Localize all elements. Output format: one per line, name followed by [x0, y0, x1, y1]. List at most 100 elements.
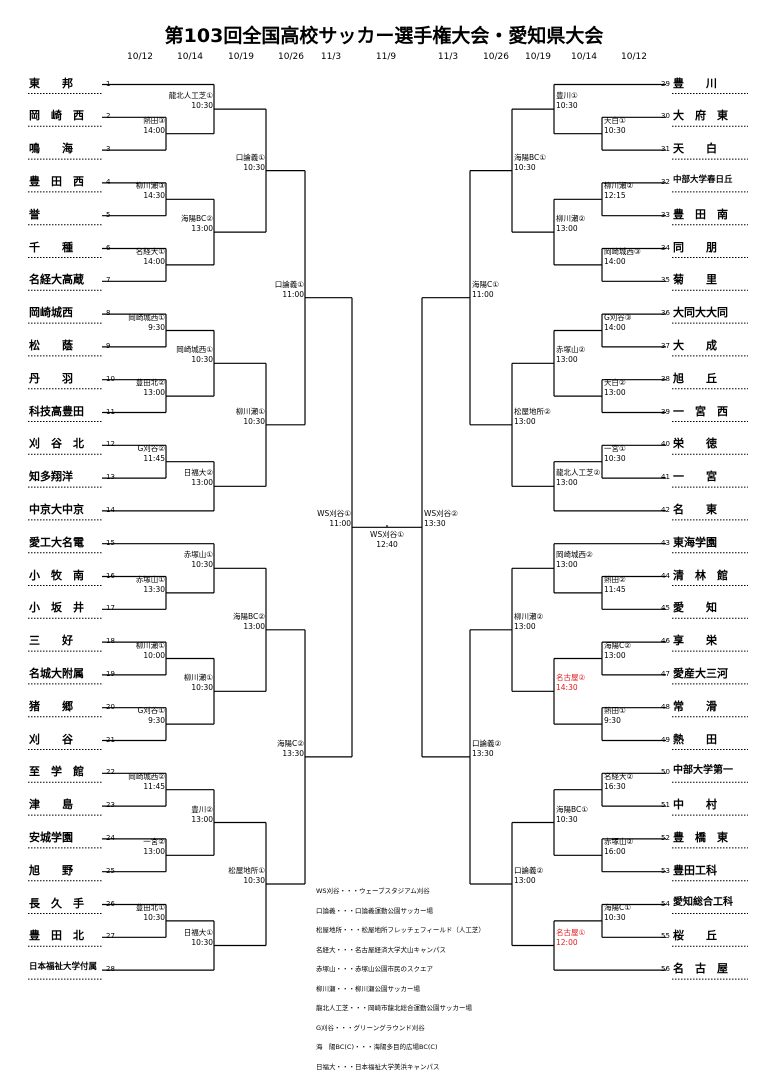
match-venue: 海陽C② [604, 640, 631, 650]
match-venue: 柳川瀬② [604, 181, 634, 191]
match-time: 13:00 [556, 224, 578, 234]
team-name-right: 愛知総合工科 [673, 896, 733, 908]
match-venue: 熱田① [604, 706, 626, 716]
legend-line: G刈谷・・・グリーングラウンド刈谷 [316, 1023, 425, 1032]
team-number: 22 [106, 768, 115, 777]
match-time: 11:00 [282, 289, 304, 299]
team-number: 18 [106, 637, 115, 646]
match-time: 10:30 [191, 560, 213, 570]
team-name-left: 刈 谷 北 [29, 437, 84, 451]
match-time: 14:00 [143, 256, 165, 266]
page-title: 第103回全国高校サッカー選手権大会・愛知県大会 [164, 25, 604, 47]
match-time: 14:00 [143, 125, 165, 135]
team-name-right: 豊 川 [673, 76, 717, 90]
match-time: 12:00 [556, 937, 578, 947]
team-number: 52 [661, 833, 670, 842]
match-time: 13:00 [143, 388, 165, 398]
team-name-left: 鳴 海 [29, 142, 73, 156]
match-time: 13:00 [556, 560, 578, 570]
team-name-left: 名城大附属 [29, 666, 84, 680]
match-venue: 海陽C② [277, 738, 304, 748]
team-name-right: 天 白 [673, 142, 717, 156]
match-time: 10:30 [604, 125, 626, 135]
team-number: 43 [661, 538, 670, 547]
team-name-left: 千 種 [29, 240, 73, 254]
match-time: 13:00 [243, 621, 265, 631]
match-venue: 豊川② [191, 804, 213, 814]
team-number: 34 [661, 243, 670, 252]
date-header-center: 11/9 [375, 52, 397, 62]
team-number: 13 [106, 473, 115, 482]
match-time: 13:30 [424, 519, 446, 529]
team-name-right: 中部大学春日丘 [673, 174, 733, 185]
match-venue: 豊田北② [135, 378, 165, 388]
team-number: 31 [661, 145, 670, 154]
team-name-right: 大 府 東 [673, 109, 728, 123]
match-time: 11:45 [143, 781, 165, 791]
match-time: 10:30 [604, 453, 626, 463]
final-time: 12:40 [376, 540, 398, 550]
date-header: 10/12 [127, 52, 153, 62]
match-time: 13:00 [191, 224, 213, 234]
team-name-left: 旭 野 [29, 863, 73, 877]
match-time: 13:00 [143, 847, 165, 857]
match-venue: 赤塚山② [604, 837, 634, 847]
team-number: 37 [661, 341, 670, 350]
team-name-right: 中 村 [673, 798, 717, 812]
match-venue: G刈谷① [137, 706, 165, 716]
team-number: 20 [106, 702, 115, 711]
team-name-right: 豊 橋 東 [673, 830, 728, 844]
match-time: 10:30 [191, 101, 213, 111]
match-time: 11:00 [329, 519, 351, 529]
team-number: 15 [106, 538, 115, 547]
team-number: 26 [106, 899, 115, 908]
team-name-left: 名経大高蔵 [29, 273, 84, 287]
team-number: 12 [106, 440, 115, 449]
match-venue: 岡崎城西③ [604, 246, 641, 256]
match-time: 9:30 [148, 716, 165, 726]
date-header: 11/3 [437, 52, 459, 62]
match-venue: WS刈谷① [317, 509, 351, 519]
match-venue: 岡崎城西② [556, 550, 593, 560]
team-number: 3 [106, 145, 111, 154]
team-number: 23 [106, 801, 115, 810]
match-venue: 柳川瀬③ [135, 181, 165, 191]
team-number: 30 [661, 112, 670, 121]
match-time: 13:00 [556, 355, 578, 365]
match-venue: 熱田② [604, 574, 626, 584]
team-name-left: 松 蔭 [29, 338, 73, 352]
team-name-right: 享 栄 [673, 634, 717, 648]
team-name-right: 中部大学第一 [673, 765, 733, 777]
match-venue: 名経大② [604, 771, 634, 781]
match-time: 10:30 [191, 937, 213, 947]
team-name-left: 猪 郷 [29, 699, 73, 713]
team-number: 45 [661, 604, 670, 613]
legend-line: 日福大・・・日本福祉大学美浜キャンパス [316, 1062, 440, 1071]
team-number: 7 [106, 276, 111, 285]
team-name-right: 清 林 館 [673, 568, 728, 582]
team-name-left: 丹 羽 [29, 371, 73, 385]
team-name-left: 三 好 [29, 634, 73, 648]
team-number: 27 [106, 932, 115, 941]
team-number: 53 [661, 866, 670, 875]
team-number: 14 [106, 505, 115, 514]
match-time: 10:30 [243, 162, 265, 172]
match-venue: 龍北人工芝② [556, 468, 601, 478]
match-venue: 柳川瀬① [235, 406, 265, 416]
match-time: 13:00 [514, 416, 536, 426]
team-name-right: 栄 徳 [673, 437, 717, 451]
team-number: 50 [661, 768, 670, 777]
team-number: 8 [106, 309, 111, 318]
match-time: 10:30 [556, 101, 578, 111]
team-number: 55 [661, 932, 670, 941]
team-name-right: 大同大大同 [673, 306, 728, 320]
legend-line: 海 陽BC(C)・・・海陽多目的広場BC(C) [316, 1043, 438, 1051]
match-time: 9:30 [604, 716, 621, 726]
team-number: 29 [661, 79, 670, 88]
match-venue: 天白① [604, 115, 626, 125]
date-header: 10/14 [177, 52, 203, 62]
match-time: 11:45 [143, 453, 165, 463]
team-name-left: 長 久 手 [29, 896, 84, 910]
match-venue: 柳川瀬② [556, 214, 586, 224]
